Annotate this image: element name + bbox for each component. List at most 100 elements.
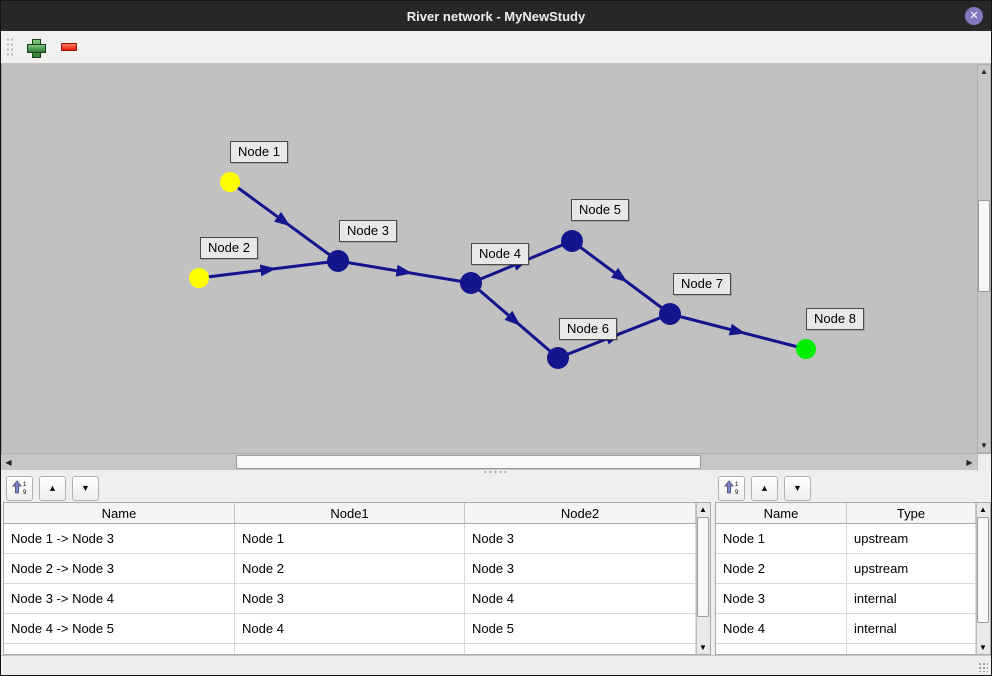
table-cell[interactable]: Node 2 -> Node 3	[4, 554, 235, 583]
column-header[interactable]: Node1	[235, 503, 465, 523]
move-down-button[interactable]: ▼	[784, 475, 811, 501]
table-cell[interactable]: Node 4	[716, 614, 847, 643]
flow-direction-arrow-icon	[274, 211, 291, 227]
scroll-left-icon[interactable]: ◀	[5, 457, 12, 467]
canvas-horizontal-scrollbar[interactable]: ◀ ▶	[1, 453, 991, 471]
table-cell	[465, 644, 696, 654]
scroll-right-icon[interactable]: ▶	[966, 457, 973, 467]
table-cell[interactable]: Node 3	[465, 524, 696, 553]
node-label[interactable]: Node 4	[471, 243, 529, 265]
sort-ascending-icon: 1 9	[723, 480, 739, 496]
svg-text:9: 9	[23, 490, 27, 496]
move-up-button[interactable]: ▲	[39, 475, 66, 501]
column-header[interactable]: Name	[716, 503, 847, 523]
node-label[interactable]: Node 1	[230, 141, 288, 163]
scroll-down-icon[interactable]: ▼	[979, 643, 987, 652]
table-scroll-thumb[interactable]	[697, 517, 709, 617]
column-header[interactable]: Node2	[465, 503, 696, 523]
scroll-down-icon[interactable]: ▼	[978, 439, 991, 452]
scroll-up-icon[interactable]: ▲	[699, 505, 707, 514]
table-cell[interactable]: Node 4	[235, 614, 465, 643]
table-cell	[716, 644, 847, 654]
node-label[interactable]: Node 7	[673, 273, 731, 295]
horizontal-splitter[interactable]	[1, 470, 991, 474]
close-icon[interactable]: ✕	[965, 7, 983, 25]
vertical-scroll-thumb[interactable]	[978, 200, 991, 292]
node-label[interactable]: Node 6	[559, 318, 617, 340]
node-internal[interactable]	[659, 303, 681, 325]
sort-button[interactable]: 1 9	[718, 475, 745, 501]
node-label[interactable]: Node 3	[339, 220, 397, 242]
svg-text:1: 1	[23, 482, 27, 488]
table-cell	[847, 644, 976, 654]
canvas-vertical-scrollbar[interactable]: ▲ ▼	[977, 64, 991, 453]
main-toolbar	[1, 31, 991, 64]
table-scroll-thumb[interactable]	[977, 517, 989, 623]
table-cell	[235, 644, 465, 654]
table-cell[interactable]: upstream	[847, 554, 976, 583]
table-row	[716, 644, 976, 654]
node-internal[interactable]	[547, 347, 569, 369]
flow-direction-arrow-icon	[504, 310, 521, 326]
column-header[interactable]: Type	[847, 503, 976, 523]
resize-grip-icon[interactable]	[978, 662, 988, 672]
table-cell[interactable]: Node 1	[235, 524, 465, 553]
reaches-table-scrollbar[interactable]: ▲ ▼	[696, 503, 710, 654]
window-title: River network - MyNewStudy	[406, 8, 586, 24]
remove-node-button[interactable]	[56, 34, 82, 60]
table-cell[interactable]: Node 1	[716, 524, 847, 553]
table-cell[interactable]: Node 5	[465, 614, 696, 643]
down-arrow-icon: ▼	[81, 483, 90, 493]
table-cell[interactable]: internal	[847, 614, 976, 643]
nodes-table-scrollbar[interactable]: ▲ ▼	[976, 503, 990, 654]
move-down-button[interactable]: ▼	[72, 475, 99, 501]
node-internal[interactable]	[460, 272, 482, 294]
table-cell[interactable]: Node 4 -> Node 5	[4, 614, 235, 643]
table-cell[interactable]: Node 2	[716, 554, 847, 583]
scroll-up-icon[interactable]: ▲	[978, 65, 991, 78]
up-arrow-icon: ▲	[760, 483, 769, 493]
add-node-button[interactable]	[22, 34, 48, 60]
node-internal[interactable]	[561, 230, 583, 252]
node-downstream[interactable]	[796, 339, 816, 359]
table-cell[interactable]: Node 1 -> Node 3	[4, 524, 235, 553]
horizontal-scroll-thumb[interactable]	[236, 455, 701, 469]
node-upstream[interactable]	[220, 172, 240, 192]
column-header[interactable]: Name	[4, 503, 235, 523]
node-label[interactable]: Node 5	[571, 199, 629, 221]
table-cell[interactable]: upstream	[847, 524, 976, 553]
sort-button[interactable]: 1 9	[6, 475, 33, 501]
node-label[interactable]: Node 2	[200, 237, 258, 259]
table-cell[interactable]: Node 2	[235, 554, 465, 583]
scroll-up-icon[interactable]: ▲	[979, 505, 987, 514]
river-network-canvas[interactable]: Node 1 Node 2 Node 3 Node 4 Node 5 Node 6 Node…	[1, 64, 978, 453]
table-cell[interactable]: Node 3	[235, 584, 465, 613]
table-cell[interactable]: Node 3	[716, 584, 847, 613]
table-cell[interactable]: Node 3	[465, 554, 696, 583]
table-cell[interactable]: Node 3 -> Node 4	[4, 584, 235, 613]
scroll-down-icon[interactable]: ▼	[699, 643, 707, 652]
node-label[interactable]: Node 8	[806, 308, 864, 330]
node-upstream[interactable]	[189, 268, 209, 288]
table-cell[interactable]: Node 4	[465, 584, 696, 613]
move-up-button[interactable]: ▲	[751, 475, 778, 501]
status-strip	[1, 655, 991, 675]
table-cell[interactable]: internal	[847, 584, 976, 613]
toolbar-drag-handle[interactable]	[6, 37, 14, 57]
node-internal[interactable]	[327, 250, 349, 272]
